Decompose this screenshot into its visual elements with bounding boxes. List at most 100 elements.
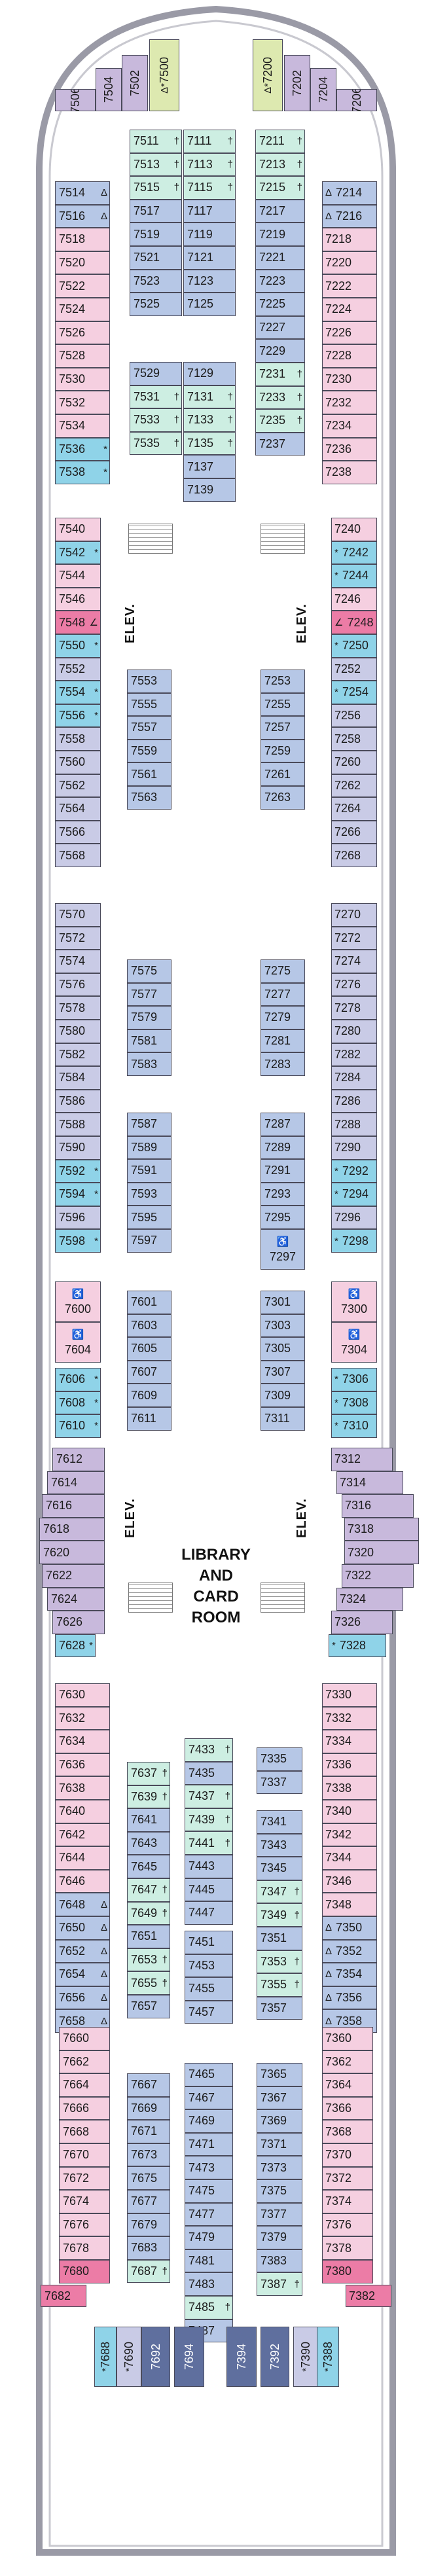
cabin-7562[interactable]: 7562: [55, 774, 101, 798]
cabin-7284[interactable]: 7284: [331, 1066, 377, 1090]
cabin-7346[interactable]: 7346: [322, 1869, 377, 1893]
cabin-7580[interactable]: 7580: [55, 1020, 101, 1043]
cabin-7479[interactable]: 7479: [185, 2226, 233, 2249]
cabin-7642[interactable]: 7642: [55, 1823, 110, 1847]
cabin-7504[interactable]: 7504: [96, 68, 122, 111]
cabin-7288[interactable]: 7288: [331, 1113, 377, 1136]
cabin-7548[interactable]: 7548∠: [55, 611, 101, 634]
cabin-7559[interactable]: 7559: [127, 739, 171, 763]
cabin-7447[interactable]: 7447: [185, 1901, 233, 1925]
cabin-7129[interactable]: 7129: [183, 362, 236, 385]
cabin-7525[interactable]: 7525: [130, 293, 182, 316]
cabin-7630[interactable]: 7630: [55, 1683, 110, 1707]
cabin-7236[interactable]: 7236: [322, 437, 377, 461]
cabin-7392[interactable]: 7392: [261, 2327, 289, 2387]
cabin-7471[interactable]: 7471: [185, 2132, 233, 2156]
cabin-7669[interactable]: 7669: [127, 2096, 170, 2120]
cabin-7370[interactable]: 7370: [322, 2143, 373, 2167]
cabin-7226[interactable]: 7226: [322, 321, 377, 345]
cabin-7211[interactable]: 7211†: [255, 130, 305, 153]
cabin-7374[interactable]: 7374: [322, 2190, 373, 2213]
cabin-7570[interactable]: 7570: [55, 903, 101, 927]
cabin-7351[interactable]: 7351: [257, 1927, 302, 1950]
cabin-7502[interactable]: 7502: [122, 55, 148, 111]
cabin-7246[interactable]: 7246: [331, 587, 377, 611]
cabin-7253[interactable]: 7253: [261, 670, 305, 693]
cabin-7298[interactable]: 7298*: [331, 1229, 377, 1253]
cabin-7348[interactable]: 7348: [322, 1893, 377, 1916]
cabin-7600[interactable]: 7600♿: [55, 1281, 101, 1322]
cabin-7579[interactable]: 7579: [127, 1006, 171, 1029]
cabin-7234[interactable]: 7234: [322, 414, 377, 438]
cabin-7343[interactable]: 7343: [257, 1833, 302, 1857]
cabin-7283[interactable]: 7283: [261, 1052, 305, 1076]
cabin-7506[interactable]: 7506: [55, 89, 96, 111]
cabin-7517[interactable]: 7517: [130, 199, 182, 223]
cabin-7610[interactable]: 7610*: [55, 1414, 101, 1438]
cabin-7566[interactable]: 7566: [55, 820, 101, 844]
cabin-7666[interactable]: 7666: [59, 2096, 110, 2120]
cabin-7113[interactable]: 7113†: [183, 152, 236, 177]
cabin-7301[interactable]: 7301: [261, 1291, 305, 1314]
cabin-7111[interactable]: 7111†: [183, 130, 236, 153]
cabin-7591[interactable]: 7591: [127, 1159, 171, 1183]
cabin-7256[interactable]: 7256: [331, 704, 377, 728]
cabin-7307[interactable]: 7307: [261, 1360, 305, 1384]
cabin-7572[interactable]: 7572: [55, 926, 101, 950]
cabin-7529[interactable]: 7529: [130, 362, 182, 385]
cabin-7133[interactable]: 7133†: [183, 408, 236, 432]
cabin-7263[interactable]: 7263: [261, 786, 305, 810]
cabin-7598[interactable]: 7598*: [55, 1229, 101, 1253]
cabin-7645[interactable]: 7645: [127, 1855, 170, 1878]
cabin-7674[interactable]: 7674: [59, 2190, 110, 2213]
cabin-7286[interactable]: 7286: [331, 1089, 377, 1113]
cabin-7274[interactable]: 7274: [331, 950, 377, 973]
cabin-7310[interactable]: 7310*: [331, 1414, 377, 1438]
cabin-7641[interactable]: 7641: [127, 1808, 170, 1832]
cabin-7367[interactable]: 7367: [257, 2086, 302, 2110]
cabin-7592[interactable]: 7592*: [55, 1159, 101, 1183]
cabin-7542[interactable]: 7542*: [55, 541, 101, 565]
cabin-7526[interactable]: 7526: [55, 321, 110, 345]
cabin-7360[interactable]: 7360: [322, 2027, 373, 2050]
cabin-7268[interactable]: 7268: [331, 844, 377, 867]
cabin-7603[interactable]: 7603: [127, 1314, 171, 1338]
cabin-7355[interactable]: 7355†: [257, 1973, 302, 1997]
cabin-7326[interactable]: 7326: [331, 1611, 393, 1634]
cabin-7556[interactable]: 7556*: [55, 704, 101, 728]
cabin-7303[interactable]: 7303: [261, 1314, 305, 1338]
cabin-7240[interactable]: 7240: [331, 518, 377, 541]
cabin-7552[interactable]: 7552: [55, 657, 101, 681]
cabin-7379[interactable]: 7379: [257, 2226, 302, 2249]
cabin-7680[interactable]: 7680: [59, 2260, 110, 2283]
cabin-7139[interactable]: 7139: [183, 478, 236, 502]
cabin-7233[interactable]: 7233†: [255, 385, 305, 410]
cabin-7309[interactable]: 7309: [261, 1384, 305, 1407]
cabin-7649[interactable]: 7649†: [127, 1901, 170, 1925]
cabin-7483[interactable]: 7483: [185, 2272, 233, 2296]
cabin-7342[interactable]: 7342: [322, 1823, 377, 1847]
cabin-7540[interactable]: 7540: [55, 518, 101, 541]
cabin-7593[interactable]: 7593: [127, 1182, 171, 1206]
cabin-7300[interactable]: 7300♿: [331, 1281, 377, 1322]
cabin-7606[interactable]: 7606*: [55, 1368, 101, 1391]
cabin-7558[interactable]: 7558: [55, 727, 101, 751]
cabin-7347[interactable]: 7347†: [257, 1880, 302, 1904]
cabin-7536[interactable]: 7536*: [55, 437, 110, 461]
cabin-7277[interactable]: 7277: [261, 982, 305, 1007]
cabin-7677[interactable]: 7677: [127, 2190, 170, 2213]
cabin-7546[interactable]: 7546: [55, 587, 101, 611]
cabin-7282[interactable]: 7282: [331, 1043, 377, 1067]
cabin-7279[interactable]: 7279: [261, 1006, 305, 1029]
cabin-7563[interactable]: 7563: [127, 786, 171, 810]
cabin-7439[interactable]: 7439†: [185, 1808, 233, 1832]
cabin-7294[interactable]: 7294*: [331, 1183, 377, 1206]
cabin-7640[interactable]: 7640: [55, 1800, 110, 1823]
cabin-7266[interactable]: 7266: [331, 820, 377, 844]
cabin-7441[interactable]: 7441†: [185, 1831, 233, 1855]
cabin-7528[interactable]: 7528: [55, 344, 110, 368]
